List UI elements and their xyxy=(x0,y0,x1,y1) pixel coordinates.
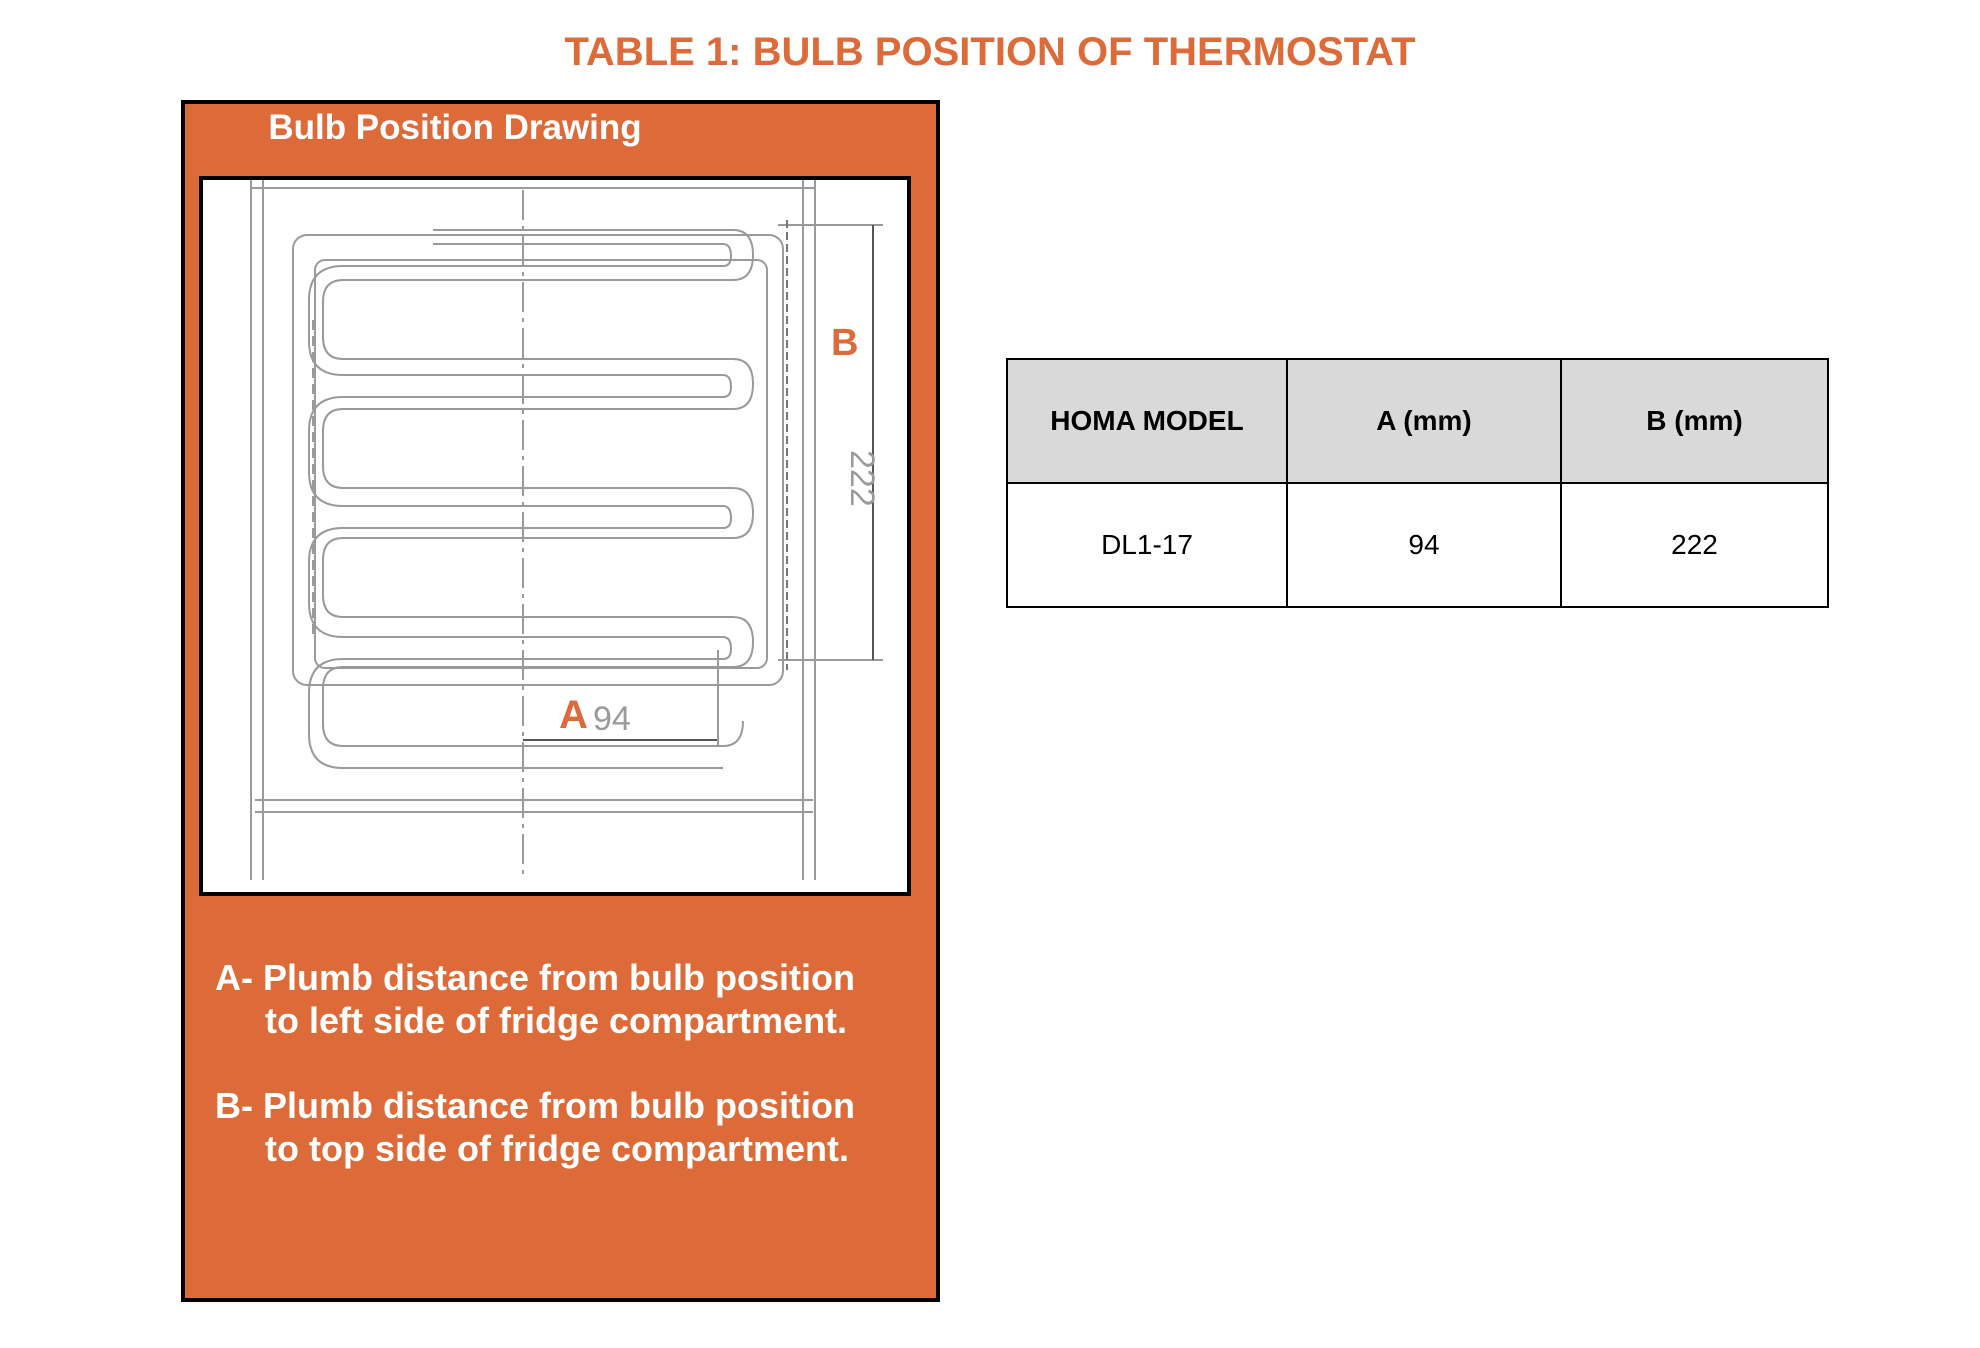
panel-heading: Bulb Position Drawing xyxy=(268,108,642,147)
fridge-evaporator-diagram: B 222 A 94 xyxy=(250,180,883,880)
note-b-line1: B- Plumb distance from bulb position xyxy=(215,1085,856,1126)
dimension-a: 94 xyxy=(593,700,631,738)
page-title: TABLE 1: BULB POSITION OF THERMOSTAT xyxy=(564,30,1416,74)
cell-model: DL1-17 xyxy=(1006,482,1288,608)
note-a-line2: to left side of fridge compartment. xyxy=(265,1000,848,1041)
cell-b: 222 xyxy=(1560,482,1829,608)
table-row: DL1-17 94 222 xyxy=(1006,482,1829,608)
bulb-position-panel: Bulb Position Drawing xyxy=(181,100,940,1302)
header-a: A (mm) xyxy=(1286,358,1562,484)
header-model: HOMA MODEL xyxy=(1006,358,1288,484)
bulb-position-table: HOMA MODEL A (mm) B (mm) DL1-17 94 222 xyxy=(1006,358,1829,608)
table-header-row: HOMA MODEL A (mm) B (mm) xyxy=(1006,358,1829,484)
bulb-position-drawing: B 222 A 94 xyxy=(199,176,911,896)
label-a: A xyxy=(559,693,588,737)
note-b: B- Plumb distance from bulb position to … xyxy=(215,1084,855,1170)
note-b-line2: to top side of fridge compartment. xyxy=(265,1128,850,1169)
note-a-line1: A- Plumb distance from bulb position xyxy=(215,957,856,998)
dimension-b: 222 xyxy=(843,450,881,507)
note-a: A- Plumb distance from bulb position to … xyxy=(215,956,855,1042)
cell-a: 94 xyxy=(1286,482,1562,608)
header-b: B (mm) xyxy=(1560,358,1829,484)
label-b: B xyxy=(831,322,858,364)
